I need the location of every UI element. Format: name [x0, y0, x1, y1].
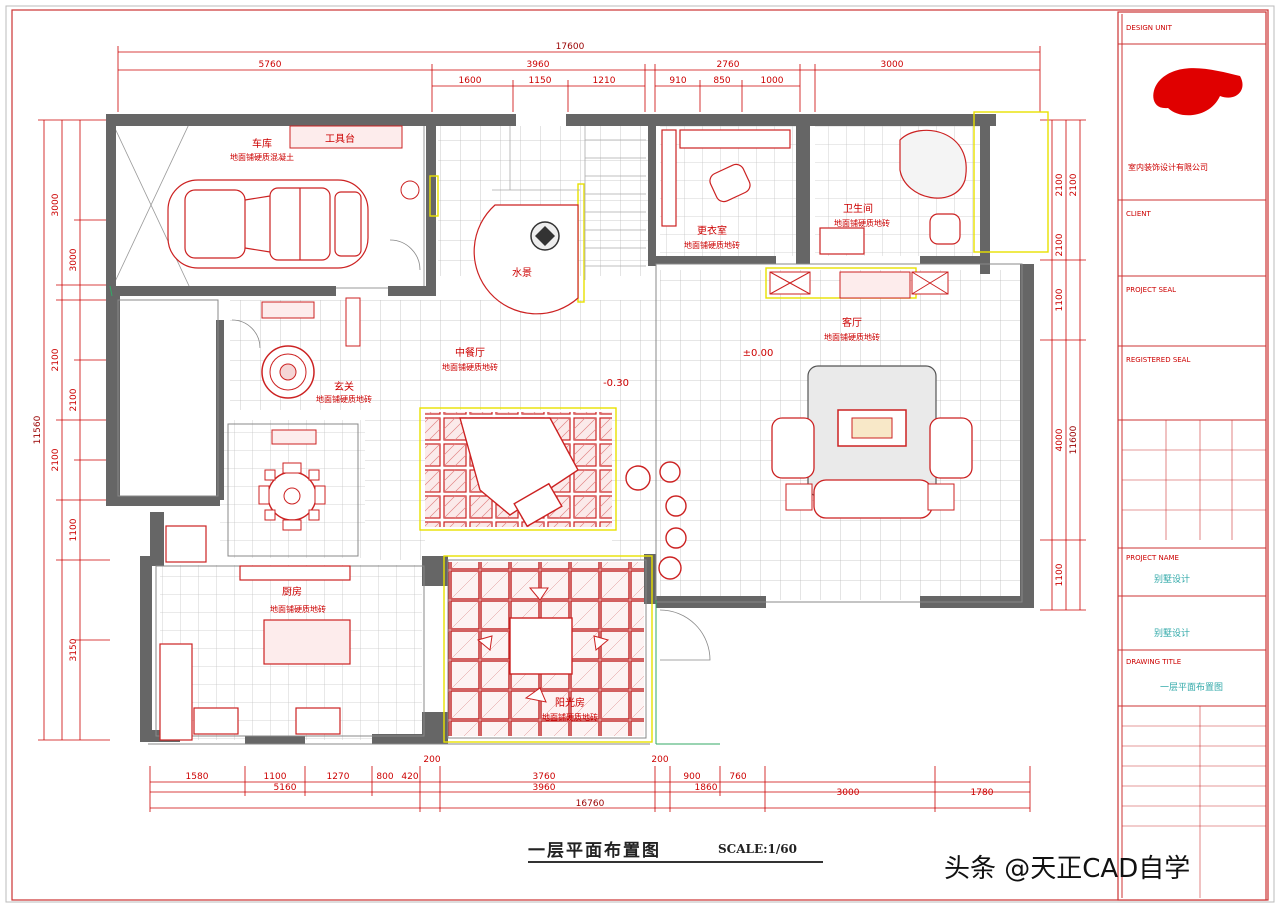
dressing-room-furniture: [661, 129, 791, 227]
dim-right-5: 4000: [1055, 428, 1065, 451]
dim-right-4: 1100: [1055, 288, 1065, 311]
room-garage: 车库: [252, 137, 272, 150]
dim-right-1: 2100: [1055, 173, 1065, 196]
floor-sunroom: 地面铺硬质地砖: [542, 712, 598, 722]
dim-bottom-3: 1270: [327, 772, 350, 782]
dim-bottom-sub-2: 3960: [533, 783, 556, 793]
dining-table: [258, 462, 326, 531]
dim-bottom-offset-1: 200: [423, 755, 440, 765]
room-foyer: 玄关: [334, 380, 354, 393]
drawing-title: 一层平面布置图: [528, 841, 661, 861]
kitchen-fixtures: [159, 525, 351, 741]
title-block: DESIGN UNIT 室内装饰设计有限公司 CLIENT PROJECT SE…: [1117, 11, 1267, 901]
bottom-dimensions: [149, 766, 1031, 812]
doors: [231, 239, 711, 661]
dim-bottom-5: 420: [401, 772, 418, 782]
dim-left-5: 2100: [51, 448, 61, 471]
dim-top-sub-2: 1150: [529, 76, 552, 86]
dim-left-4: 2100: [69, 388, 79, 411]
dim-bottom-total: 16760: [576, 799, 605, 809]
sheet-border: [5, 5, 1275, 903]
level-lower: -0.30: [603, 378, 629, 389]
dim-bottom-10: 1780: [971, 788, 994, 798]
drawing-scale: SCALE:1/60: [718, 842, 797, 856]
tb-drawing-title: 一层平面布置图: [1160, 681, 1223, 693]
dim-left-3: 2100: [51, 348, 61, 371]
dim-top-sub-4: 910: [669, 76, 686, 86]
title-underline: [528, 861, 823, 863]
dim-bottom-4: 800: [376, 772, 393, 782]
floor-living: 地面铺硬质地砖: [824, 332, 880, 342]
svg-text:工具台: 工具台: [325, 132, 355, 145]
dim-top-sub-5: 850: [713, 76, 730, 86]
tb-field-client: CLIENT: [1126, 210, 1152, 218]
dim-left-7: 3150: [69, 638, 79, 661]
dim-bottom-1: 1580: [186, 772, 209, 782]
tb-field-project-name: PROJECT NAME: [1126, 554, 1179, 562]
room-dining-hall: 中餐厅: [455, 346, 485, 359]
dim-top-total: 17600: [556, 42, 585, 52]
dim-bottom-offset-2: 200: [651, 755, 668, 765]
company-logo-icon: [1153, 68, 1243, 116]
dim-right-3: 2100: [1055, 233, 1065, 256]
watermark: 头条 @天正CAD自学: [944, 854, 1191, 884]
dim-left-2: 3000: [69, 248, 79, 271]
left-dimensions: [38, 119, 110, 741]
tb-project-name-2: 别墅设计: [1154, 627, 1190, 639]
dim-top-seg-2: 3960: [527, 60, 550, 70]
floor-dressing: 地面铺硬质地砖: [684, 240, 740, 250]
floor-foyer: 地面铺硬质地砖: [316, 394, 372, 404]
dim-top-seg-1: 5760: [259, 60, 282, 70]
dim-bottom-8: 760: [729, 772, 746, 782]
floor-kitchen: 地面铺硬质地砖: [270, 604, 326, 614]
yellow-highlights: [419, 111, 1049, 743]
dim-left-1: 3000: [51, 193, 61, 216]
dim-top-sub-1: 1600: [459, 76, 482, 86]
tb-field-drawing-title: DRAWING TITLE: [1126, 658, 1181, 666]
level-main: ±0.00: [743, 348, 774, 359]
room-bathroom: 卫生间: [843, 202, 873, 215]
dim-bottom-sub-3: 1860: [695, 783, 718, 793]
dim-left-total: 11560: [33, 415, 43, 444]
tb-field-registered-seal: REGISTERED SEAL: [1126, 356, 1190, 364]
bar-stools: [625, 461, 687, 580]
dim-left-6: 1100: [69, 518, 79, 541]
bathroom-fixtures: [819, 129, 967, 255]
dim-bottom-6: 3760: [533, 772, 556, 782]
room-water-feature: 水景: [512, 267, 532, 279]
room-sunroom: 阳光房: [555, 696, 585, 709]
dim-top-sub-6: 1000: [761, 76, 784, 86]
room-kitchen: 厨房: [282, 585, 302, 598]
dim-right-total: 11600: [1069, 425, 1079, 454]
tb-project-name: 别墅设计: [1154, 573, 1190, 585]
floor-bathroom: 地面铺硬质地砖: [834, 218, 890, 228]
dim-top-seg-4: 3000: [881, 60, 904, 70]
top-dimensions: [117, 46, 1041, 112]
sunroom-table: [476, 587, 610, 703]
staircase: [492, 126, 646, 280]
tb-field-design-unit: DESIGN UNIT: [1126, 24, 1173, 32]
floor-garage: 地面铺硬质混凝土: [230, 152, 294, 162]
room-living: 客厅: [842, 316, 862, 329]
living-room-furniture: [771, 365, 973, 519]
dim-bottom-7: 900: [683, 772, 700, 782]
room-dressing: 更衣室: [697, 224, 727, 237]
water-feature: 水景: [473, 204, 579, 315]
room-labels: 车库 地面铺硬质混凝土 更衣室 地面铺硬质地砖 卫生间 地面铺硬质地砖 客厅 地…: [230, 137, 890, 722]
dim-bottom-sub-1: 5160: [274, 783, 297, 793]
dim-bottom-2: 1100: [264, 772, 287, 782]
piano-icon: [459, 417, 579, 528]
dim-right-6: 1100: [1055, 563, 1065, 586]
dim-bottom-9: 3000: [837, 788, 860, 798]
right-dimensions: [1040, 119, 1086, 611]
company-label: 室内装饰设计有限公司: [1128, 162, 1208, 172]
floor-dining-hall: 地面铺硬质地砖: [442, 362, 498, 372]
dim-top-seg-3: 2760: [717, 60, 740, 70]
dim-top-sub-3: 1210: [593, 76, 616, 86]
tb-field-project-seal: PROJECT SEAL: [1126, 286, 1176, 294]
dim-right-2: 2100: [1069, 173, 1079, 196]
foyer-rug: [261, 345, 315, 399]
car-icon: [167, 179, 369, 269]
